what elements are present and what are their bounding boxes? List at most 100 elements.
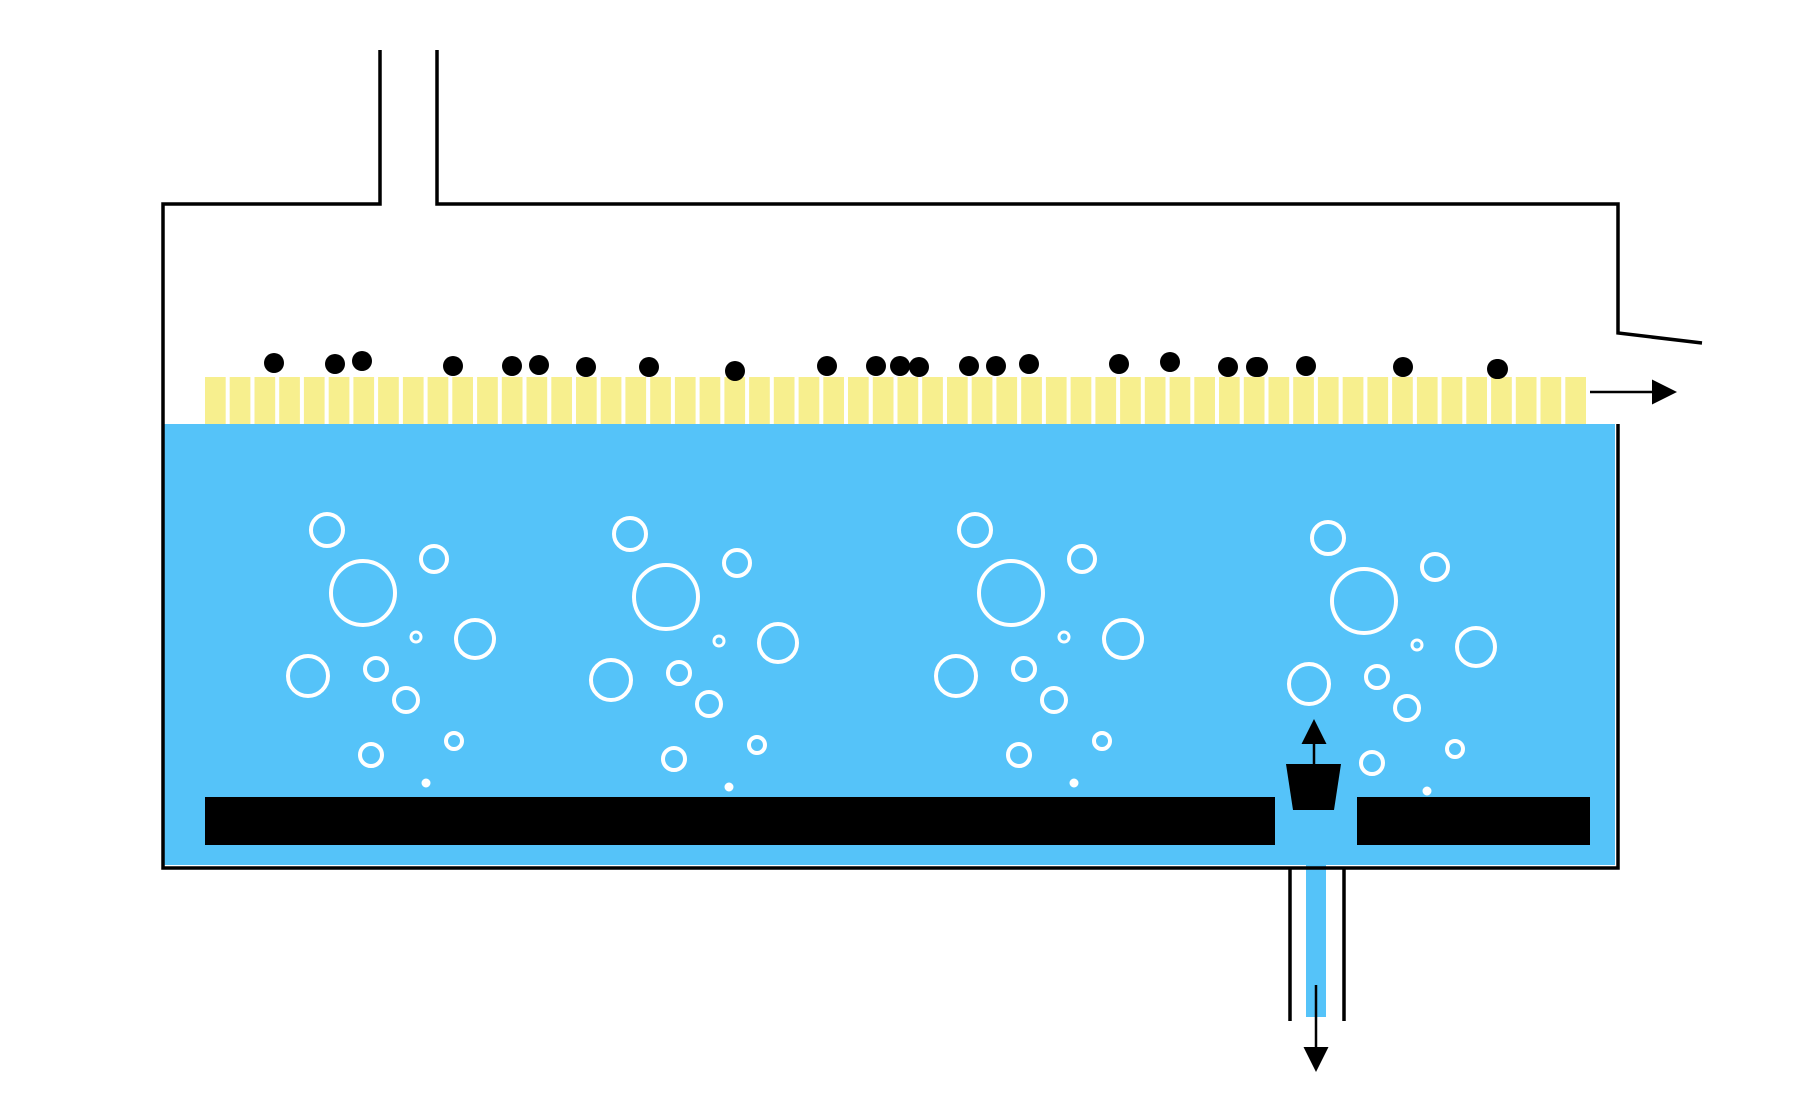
air-bubble <box>329 559 397 627</box>
particle <box>1248 357 1268 377</box>
particle <box>443 356 463 376</box>
tank-outline <box>161 50 1703 1021</box>
particle <box>1487 359 1507 379</box>
froth-cell <box>724 377 746 424</box>
particle <box>639 357 659 377</box>
froth-cell <box>477 377 498 424</box>
air-bubble <box>1006 742 1032 768</box>
air-bubble <box>957 512 993 548</box>
air-bubble <box>747 735 767 755</box>
froth-cell <box>526 377 548 424</box>
froth-cell <box>650 377 671 424</box>
froth-cell <box>1392 377 1413 424</box>
particle <box>352 351 372 371</box>
froth-cell <box>254 377 276 424</box>
particle <box>1393 357 1413 377</box>
froth-cell <box>1219 377 1240 424</box>
particle <box>325 354 345 374</box>
air-bubble <box>589 658 633 702</box>
froth-cell <box>576 377 597 424</box>
froth-cell <box>353 377 375 424</box>
valve <box>1286 764 1341 810</box>
particle <box>502 356 522 376</box>
froth-cell <box>1466 377 1487 424</box>
air-bubble <box>1287 662 1331 706</box>
air-bubble <box>419 544 449 574</box>
froth-cell <box>971 377 993 424</box>
froth-layer <box>205 377 1586 424</box>
froth-cell <box>848 377 869 424</box>
air-bubble <box>409 630 423 644</box>
froth-cell <box>1515 377 1537 424</box>
air-bubble <box>444 731 464 751</box>
froth-cell <box>1070 377 1092 424</box>
particle <box>725 361 745 381</box>
froth-cell <box>947 377 968 424</box>
air-bubbles <box>286 512 1497 796</box>
particle <box>817 356 837 376</box>
air-bubble <box>661 746 687 772</box>
diffuser-plate-right <box>1357 797 1590 845</box>
froth-cell <box>501 377 523 424</box>
particle <box>576 357 596 377</box>
froth-cell <box>798 377 820 424</box>
froth-cell <box>872 377 894 424</box>
valve-plug-icon <box>1286 764 1341 810</box>
froth-cell <box>402 377 424 424</box>
air-bubble <box>1102 618 1144 660</box>
flow-arrows <box>1301 379 1677 1072</box>
air-bubble <box>757 622 799 664</box>
froth-cell <box>1342 377 1364 424</box>
particle <box>1296 356 1316 376</box>
air-bubble <box>1410 638 1424 652</box>
air-bubble <box>1092 731 1112 751</box>
froth-cell <box>1441 377 1463 424</box>
air-bubble <box>1040 686 1068 714</box>
froth-cell <box>922 377 943 424</box>
air-bubble <box>1011 656 1037 682</box>
froth-cell <box>674 377 696 424</box>
air-bubble <box>977 559 1045 627</box>
froth-cell <box>1416 377 1438 424</box>
particle <box>986 356 1006 376</box>
froth-cell <box>1095 377 1117 424</box>
air-bubble <box>712 634 726 648</box>
tank-top-outline <box>435 50 1703 345</box>
air-bubble <box>1422 786 1432 796</box>
tank-wall-outline <box>161 50 1620 870</box>
air-bubble <box>724 782 734 792</box>
air-bubble <box>363 656 389 682</box>
air-bubble <box>1067 544 1097 574</box>
froth-cell <box>1120 377 1141 424</box>
froth-cell <box>1367 377 1389 424</box>
particle <box>1109 354 1129 374</box>
air-bubble <box>1069 778 1079 788</box>
froth-cell <box>996 377 1018 424</box>
froth-cell <box>229 377 251 424</box>
froth-cell <box>897 377 919 424</box>
air-bubble <box>1330 567 1398 635</box>
liquid-body <box>163 424 1615 865</box>
froth-cell <box>427 377 449 424</box>
particle <box>1160 352 1180 372</box>
froth-cell <box>1540 377 1562 424</box>
air-bubble <box>1364 664 1390 690</box>
froth-cell <box>1268 377 1290 424</box>
froth-cell <box>1144 377 1166 424</box>
froth-cell <box>625 377 647 424</box>
particle <box>909 357 929 377</box>
froth-cell <box>452 377 473 424</box>
froth-cell <box>378 377 399 424</box>
air-bubble <box>934 654 978 698</box>
air-bubble <box>1455 626 1497 668</box>
froth-cell <box>699 377 721 424</box>
air-bubble <box>1310 520 1346 556</box>
air-bubble <box>722 548 752 578</box>
particle <box>866 356 886 376</box>
diffuser-plate-left <box>205 797 1275 845</box>
particle <box>529 355 549 375</box>
tank-liquid <box>163 424 1615 1017</box>
air-bubble <box>1445 739 1465 759</box>
air-bubble <box>392 686 420 714</box>
froth-cell <box>328 377 350 424</box>
